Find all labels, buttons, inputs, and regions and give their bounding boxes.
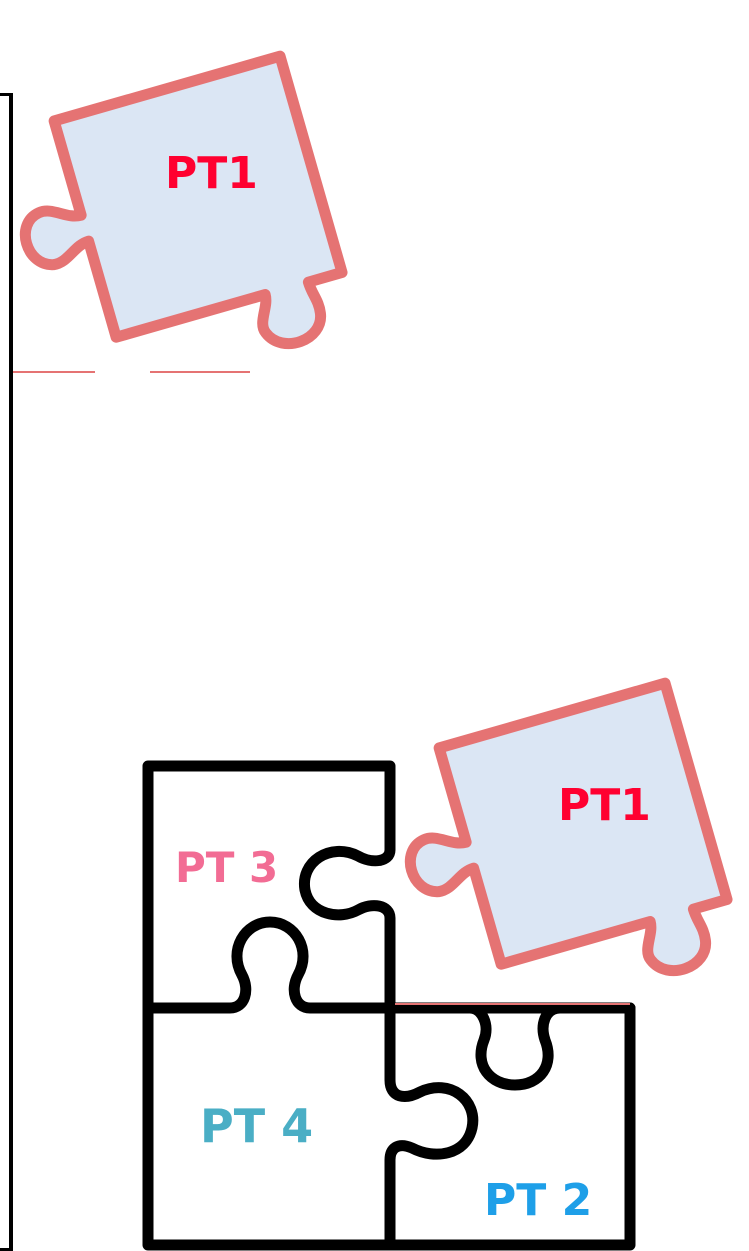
assembled-puzzle	[142, 760, 636, 1251]
top-pt1-piece-shape	[19, 50, 348, 349]
floating-pt1-piece: PT1	[404, 677, 733, 976]
floating-pt1-label: PT1	[558, 780, 651, 831]
pt4-label: PT 4	[200, 1099, 313, 1153]
frame-bottom-edge	[0, 1248, 13, 1251]
frame-top-edge	[0, 93, 13, 96]
floating-pt1-piece-shape	[404, 677, 733, 976]
pt2-label: PT 2	[484, 1175, 592, 1226]
pt3-label: PT 3	[175, 843, 278, 892]
top-pt1-piece: PT1	[19, 50, 348, 349]
pt3-piece-outline	[142, 760, 396, 1014]
top-pt1-label: PT1	[165, 148, 258, 199]
pt2-pt4-divider	[384, 1002, 479, 1251]
pt2-notch	[464, 1002, 566, 1091]
pt4-piece-top-edge	[142, 916, 636, 1014]
frame-left-border	[9, 93, 13, 1251]
